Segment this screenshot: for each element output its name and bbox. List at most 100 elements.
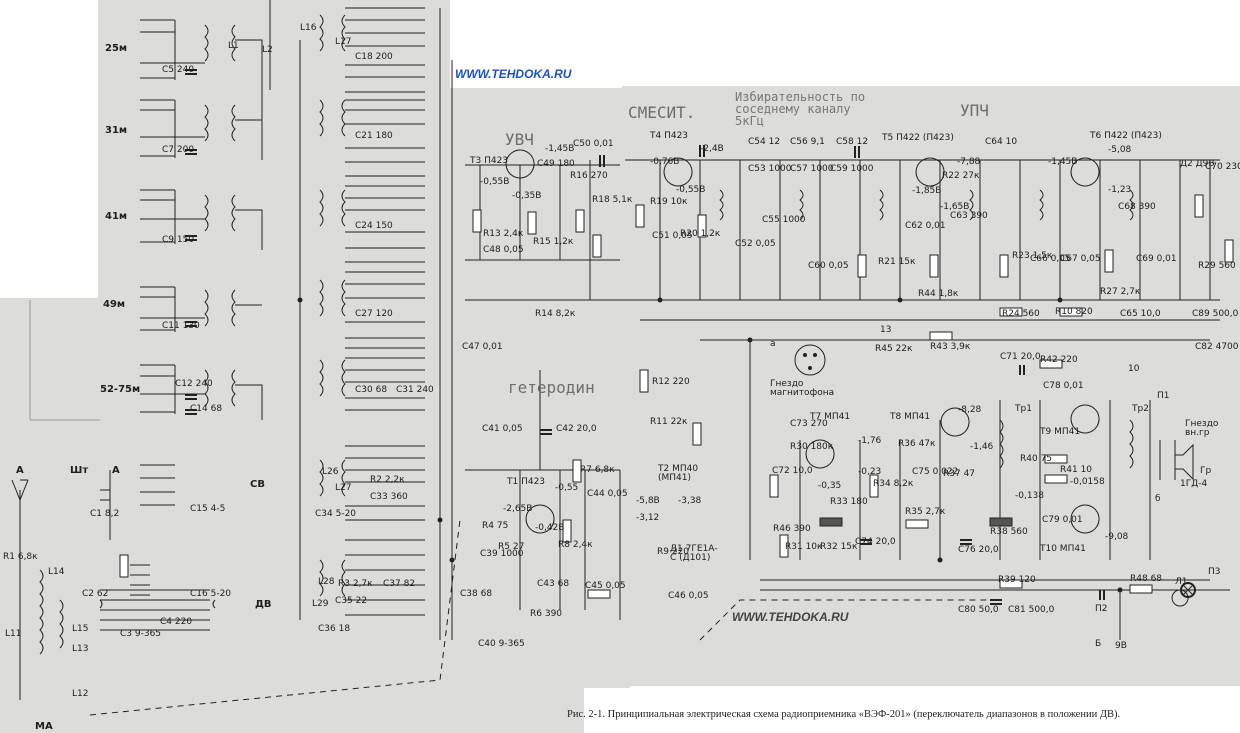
label-r7: R7 6,8к <box>580 465 615 475</box>
label-c66: C66 0,05 <box>1030 254 1071 264</box>
label-c48: C48 0,05 <box>483 245 524 255</box>
label-d2: Д2 Д9В <box>1180 159 1215 169</box>
label-c69: C69 0,01 <box>1136 254 1177 264</box>
label-l16: L16 <box>300 23 317 33</box>
voltage-t3-e: -0,35В <box>512 191 542 201</box>
label-r29: R29 560 <box>1198 261 1236 271</box>
label-c15: C15 4-5 <box>190 504 226 514</box>
label-p3: П3 <box>1208 567 1221 577</box>
label-r38: R38 560 <box>990 527 1028 537</box>
label-r12: R12 220 <box>652 377 690 387</box>
label-c73: C73 270 <box>790 419 828 429</box>
label-r32: R32 15к <box>820 542 858 552</box>
voltage-t4-e: -0,55В <box>676 185 706 195</box>
band-label-dv: ДВ <box>255 599 272 610</box>
label-r3: R3 2,7к <box>338 579 373 589</box>
label-l26: L26 <box>322 467 339 477</box>
label-c70: C70 2300 <box>1205 162 1240 172</box>
label-c49: C49 180 <box>537 159 575 169</box>
voltage-t5-e: -1,65В <box>940 202 970 212</box>
label-battery-voltage: 9В <box>1115 641 1127 651</box>
label-r48: R48 68 <box>1130 574 1163 584</box>
label-c51: C51 0,05 <box>652 231 693 241</box>
label-r43: R43 3,9к <box>930 342 971 352</box>
label-whip: Шт <box>70 465 89 476</box>
label-t10: Т10 МП41 <box>1040 544 1086 554</box>
label-ma: МА <box>35 721 53 732</box>
label-c78: C78 0,01 <box>1043 381 1084 391</box>
label-c31: C31 240 <box>396 385 434 395</box>
label-c57: C57 1000 <box>790 164 834 174</box>
voltage-t2-c: -3,38 <box>678 496 702 506</box>
label-c71: C71 20,0 <box>1000 352 1041 362</box>
label-r1: R1 6,8к <box>3 552 38 562</box>
voltage-t10-c: -9,08 <box>1105 532 1129 542</box>
label-speaker-type: 1ГД-4 <box>1180 479 1208 489</box>
label-c1: C1 8,2 <box>90 509 120 519</box>
label-c67: C67 0,05 <box>1060 254 1101 264</box>
label-phono-jack: Гнездо магнитофона <box>770 379 835 398</box>
voltage-t9-e: -0,0158 <box>1070 477 1105 487</box>
label-c59: C59 1000 <box>830 164 874 174</box>
label-l1: L1 <box>228 41 239 51</box>
label-c41: C41 0,05 <box>482 424 523 434</box>
label-c60: C60 0,05 <box>808 261 849 271</box>
voltage-t7-e: -0,23 <box>858 467 882 477</box>
label-r44: R44 1,8к <box>918 289 959 299</box>
label-c76: C76 20,0 <box>958 545 999 555</box>
label-node-b: б <box>1155 494 1161 504</box>
label-c4: C4 220 <box>160 617 193 627</box>
label-r5: R5 27 <box>498 542 525 552</box>
label-c30: C30 68 <box>355 385 388 395</box>
label-t9: Т9 МП41 <box>1040 427 1081 437</box>
label-c21: C21 180 <box>355 131 393 141</box>
label-c34: C34 5-20 <box>315 509 357 519</box>
label-l27: L27 <box>335 483 352 493</box>
label-l12: L12 <box>72 689 89 699</box>
label-t3: Т3 П423 <box>470 156 509 166</box>
label-t1: Т1 П423 <box>507 477 546 487</box>
label-r9: R9 220 <box>657 547 690 557</box>
section-rf-amp: УВЧ <box>505 130 534 149</box>
label-c82: C82 4700 <box>1195 342 1239 352</box>
label-r14: R14 8,2к <box>535 309 576 319</box>
band-label-52-75m: 52-75м <box>100 384 141 395</box>
label-speaker: Гр <box>1200 466 1212 476</box>
label-l13: L13 <box>72 644 89 654</box>
label-r20: R20 1,2к <box>680 229 721 239</box>
section-mixer: СМЕСИТ. <box>628 103 696 122</box>
band-label-25m: 25м <box>105 43 128 54</box>
section-selectivity: Избирательность по соседнему каналу 5кГц <box>735 90 866 128</box>
scan-sheet-input <box>0 298 100 733</box>
label-c45: C45 0,05 <box>585 581 626 591</box>
label-c54: C54 12 <box>748 137 781 147</box>
label-t6: Т6 П422 (П423) <box>1090 131 1162 141</box>
label-c53: C53 1000 <box>748 164 792 174</box>
voltage-t1-b: -2,65В <box>503 504 533 514</box>
label-r40: R40 75 <box>1020 454 1053 464</box>
label-r13: R13 2,4к <box>483 229 524 239</box>
label-c56: C56 9,1 <box>790 137 825 147</box>
band-label-41m: 41м <box>105 211 128 222</box>
band-label-49m: 49м <box>103 299 126 310</box>
label-lamp: Л1 <box>1175 577 1188 587</box>
label-c64: C64 10 <box>985 137 1018 147</box>
label-c62: C62 0,01 <box>905 221 946 231</box>
label-c74: C74 20,0 <box>855 537 896 547</box>
watermark-top: WWW.TEHDOKA.RU <box>455 67 572 81</box>
label-node-10: 10 <box>1128 364 1140 374</box>
label-l28: L28 <box>318 577 335 587</box>
label-r18: R18 5,1к <box>592 195 633 205</box>
voltage-t6-b: -1,45В <box>1048 157 1078 167</box>
label-l17: L17 <box>335 37 352 47</box>
label-p1: П1 <box>1157 391 1170 401</box>
label-c89: C89 500,0 <box>1192 309 1239 319</box>
voltage-t2-b: -5,8В <box>636 496 660 506</box>
label-r4: R4 75 <box>482 521 509 531</box>
label-c24: C24 150 <box>355 221 393 231</box>
label-r36: R36 47к <box>898 439 936 449</box>
label-c80: C80 50,0 <box>958 605 999 615</box>
label-r15: R15 1,2к <box>533 237 574 247</box>
